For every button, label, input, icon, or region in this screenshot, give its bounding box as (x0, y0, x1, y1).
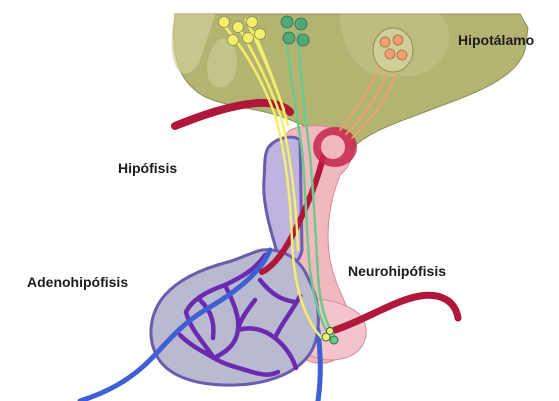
label-hypothalamus: Hipotálamo (458, 32, 534, 48)
portal-vessel-right (318, 330, 320, 401)
label-adenohypophysis: Adenohipófisis (27, 274, 128, 290)
label-pituitary: Hipófisis (118, 160, 177, 176)
blank-patch (432, 153, 518, 195)
label-neurohypophysis: Neurohipófisis (348, 263, 446, 279)
vessel-ring-top-inner (321, 135, 345, 159)
neuron-cluster-orange (373, 28, 413, 72)
